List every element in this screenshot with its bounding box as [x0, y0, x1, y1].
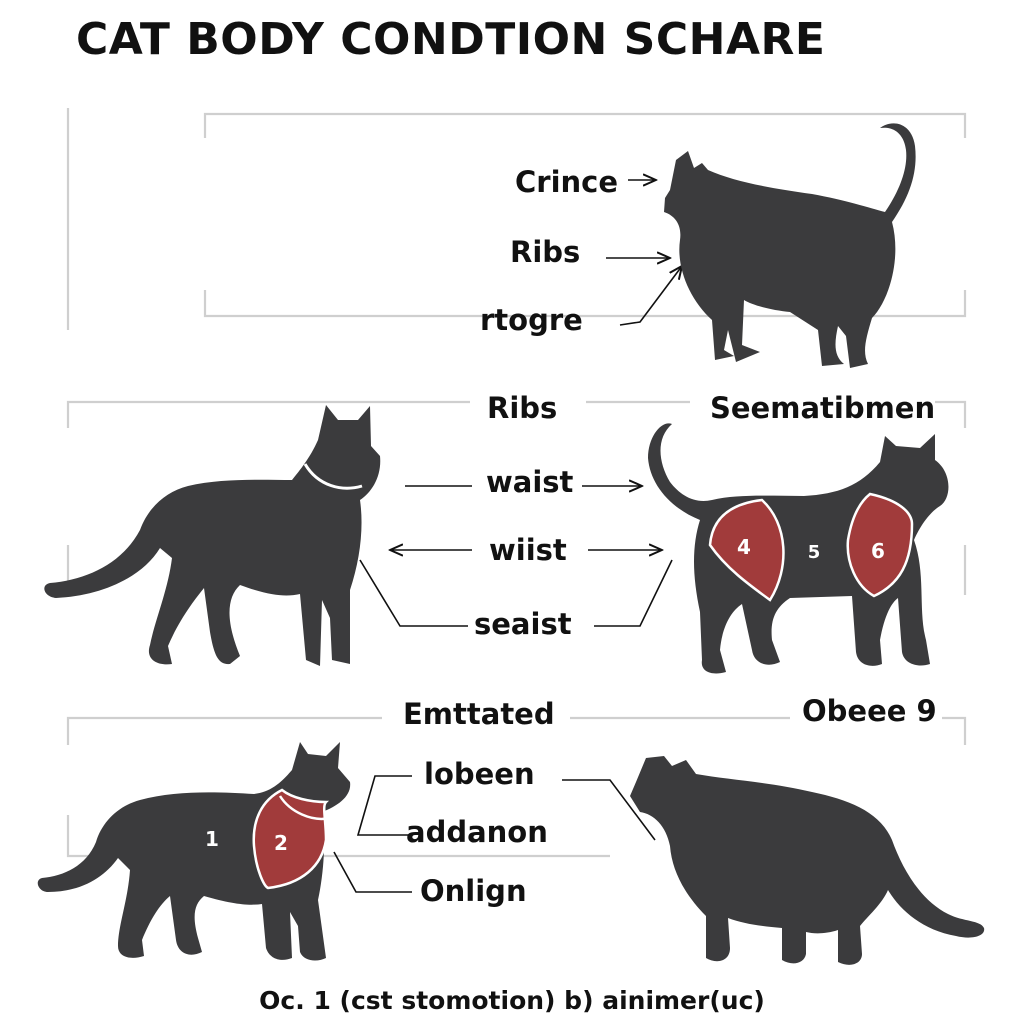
label-rtogre: rtogre	[480, 303, 583, 337]
label-obeee-9: Obeee 9	[802, 694, 937, 728]
bracket-lobeen	[356, 775, 412, 836]
line-onlign	[333, 851, 412, 893]
zone-6	[846, 492, 914, 598]
label-wiist: wiist	[489, 533, 567, 567]
cat-middle-left	[44, 405, 381, 666]
frame-box-middle	[66, 400, 967, 595]
label-addanon: addanon	[406, 815, 548, 849]
line-seaist-left	[359, 559, 468, 627]
line-seaist-right	[594, 559, 673, 627]
line-lobeen-right	[562, 779, 656, 841]
cat-bottom-right	[630, 756, 985, 965]
cat-middle-right: 4 5 6	[648, 423, 949, 674]
footer-caption: Oc. 1 (cst stomotion) b) ainimer(uc)	[259, 986, 765, 1015]
label-ribs-top: Ribs	[510, 235, 581, 269]
zone-number-2: 2	[274, 831, 288, 855]
label-seaist: seaist	[474, 607, 572, 641]
zone-number-4: 4	[737, 535, 751, 559]
zone-number-6: 6	[871, 539, 885, 563]
zone-number-1: 1	[205, 827, 219, 851]
cat-top-right	[664, 123, 916, 368]
label-lobeen: lobeen	[424, 757, 535, 791]
label-seematibmen: Seematibmen	[710, 391, 936, 425]
zone-4	[708, 498, 785, 602]
label-emttated: Emttated	[403, 697, 555, 731]
zone-2	[252, 788, 330, 890]
label-ribs-middle: Ribs	[487, 391, 558, 425]
label-onlign: Onlign	[420, 874, 527, 908]
label-waist: waist	[486, 465, 574, 499]
zone-number-5: 5	[808, 542, 821, 563]
page-title: CAT BODY CONDTION SCHARE	[76, 14, 826, 65]
frame-lines	[66, 108, 967, 858]
cat-bottom-left: 1 2	[37, 742, 351, 961]
arrow-rtogre	[619, 266, 682, 326]
frame-box-top	[203, 112, 967, 318]
connector-lines	[333, 180, 682, 893]
label-crince: Crince	[515, 165, 619, 199]
frame-box-bottom	[66, 716, 967, 858]
